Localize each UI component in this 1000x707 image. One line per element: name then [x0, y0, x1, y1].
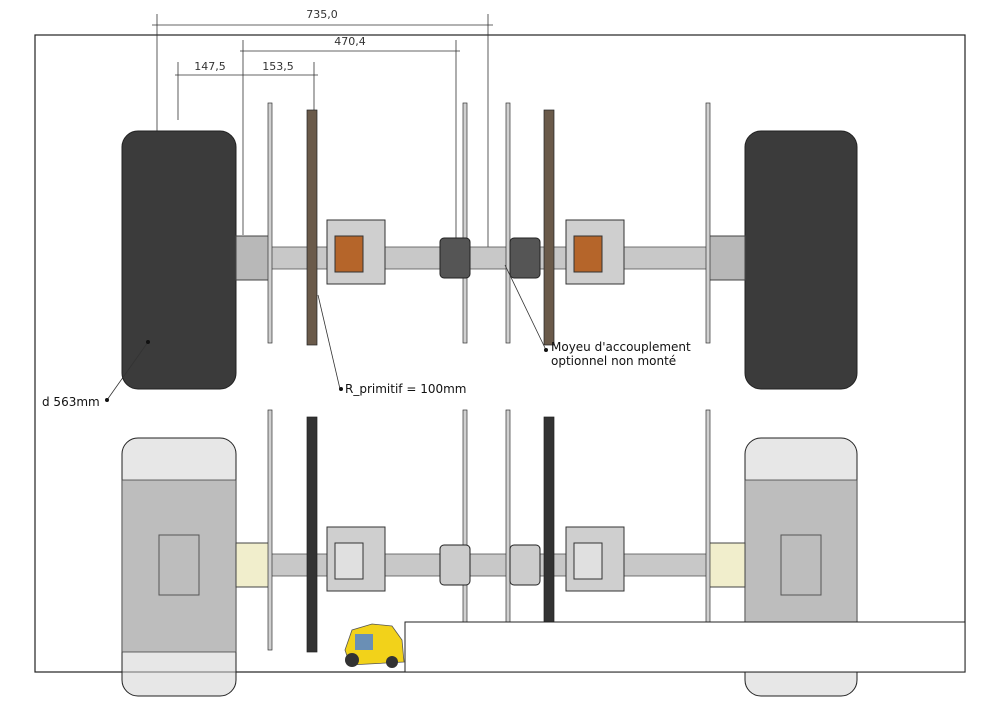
wheel-tire [121, 130, 237, 390]
title-block [404, 621, 966, 673]
wheel-diameter-label: d 563mm [42, 395, 100, 409]
dimension-inner: 470,4 [334, 35, 366, 48]
brake-disc [705, 409, 711, 651]
brake-disc [267, 409, 273, 651]
dimension-sprocket-offset: 153,5 [262, 60, 294, 73]
brake-disc [267, 102, 273, 344]
chain-sprocket [543, 109, 555, 346]
dimension-left-offset: 147,5 [194, 60, 226, 73]
wheel-hub [158, 534, 200, 596]
car-logo [344, 623, 405, 668]
coupling-hub [509, 544, 541, 586]
axle-assembly-opaque [121, 102, 858, 390]
coupling-hub [509, 237, 541, 279]
bearing-insert [334, 542, 364, 580]
wheel-bearing-left [235, 542, 271, 588]
brake-disc [505, 409, 511, 651]
chain-sprocket [543, 416, 555, 653]
bearing-insert [573, 235, 603, 273]
coupling-hub [439, 544, 471, 586]
wheel-hub [780, 534, 822, 596]
wheel-bearing-left [235, 235, 271, 281]
dimension-overall: 735,0 [306, 8, 338, 21]
brake-disc [462, 409, 468, 651]
coupling-hub-label-line2: optionnel non monté [551, 354, 676, 368]
bearing-insert [573, 542, 603, 580]
axle-assembly-transparent [121, 409, 858, 697]
chain-sprocket [306, 416, 318, 653]
chain-sprocket [306, 109, 318, 346]
wheel-rim [121, 479, 237, 653]
pitch-radius-label: R_primitif = 100mm [345, 382, 466, 396]
wheel-tire [744, 130, 858, 390]
bearing-insert [334, 235, 364, 273]
brake-disc [505, 102, 511, 344]
leader-lines [106, 264, 547, 401]
brake-disc [462, 102, 468, 344]
brake-disc [705, 102, 711, 344]
coupling-hub [439, 237, 471, 279]
wheel-bearing-right [707, 235, 746, 281]
wheel-bearing-right [707, 542, 746, 588]
coupling-hub-label-line1: Moyeu d'accouplement [551, 340, 691, 354]
